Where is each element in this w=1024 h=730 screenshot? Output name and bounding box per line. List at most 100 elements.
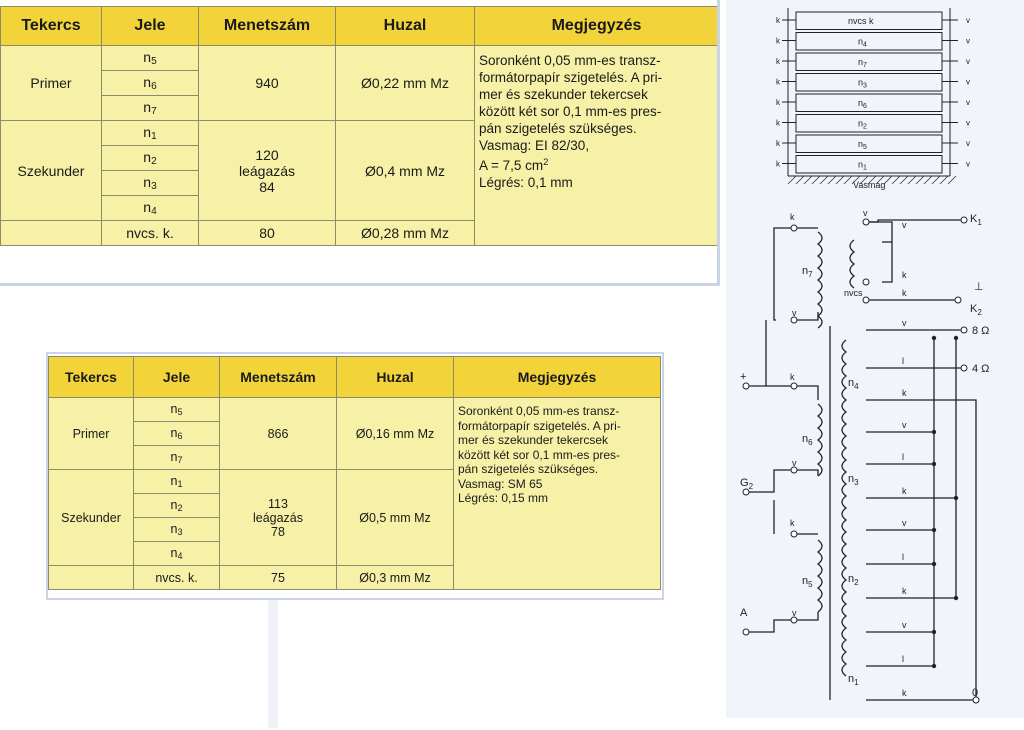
terminal-zero: 0 [972,687,978,699]
symbol-n7: n7 [133,445,220,470]
col-coil: Tekercs [0,6,102,46]
layer-end-v: v [966,139,970,148]
symbol-n2: n2 [133,493,220,518]
note-cell: Soronként 0,05 mm-es transz-formátorpapí… [474,45,719,246]
layer-end-v: v [966,160,970,169]
hatch-line [915,175,925,185]
lbl-k: k [902,486,907,496]
winding-layer [795,155,943,174]
table-header-row: Tekercs Jele Menetszám Huzal Megjegyzés [0,6,719,46]
winding-layer [795,93,943,112]
lbl-k: k [790,518,795,528]
table-row: n6 [49,421,661,446]
layer-start-k: k [776,57,781,66]
symbol-n4: n4 [133,541,220,566]
hatch-line [787,175,797,185]
secondary-wire: Ø0,5 mm Mz [336,469,454,566]
layer-start-k: k [776,16,781,25]
col-coil: Tekercs [48,356,134,398]
hatch-line [867,175,877,185]
table-row: n7 [49,445,661,470]
terminal-K2: K2 [970,303,982,317]
terminal-8ohm: 8 Ω [972,325,989,337]
layer-end-v: v [966,57,970,66]
secondary-wire: Ø0,4 mm Mz [335,120,475,221]
layer-end-v: v [966,37,970,46]
col-note: Megjegyzés [453,356,661,398]
symbol-n5: n5 [101,45,199,71]
layer-end-v: v [966,78,970,87]
primary-wire: Ø0,22 mm Mz [335,45,475,121]
hatch-line [859,175,869,185]
winding-layer [795,134,943,153]
winding-layer [795,52,943,71]
lbl-k: k [902,388,907,398]
layer-end-v: v [966,16,970,25]
coil-n6-label: n6 [802,433,813,447]
coil-n2-label: n2 [848,573,859,587]
coil-n4-label: n4 [848,377,859,391]
lbl-v: v [792,308,797,318]
lbl-k: k [790,372,795,382]
lbl-v: v [902,420,907,430]
nvcs-turns: 75 [219,565,337,590]
hatch-line [907,175,917,185]
layer-label: n7 [858,57,867,69]
hatch-line [899,175,909,185]
symbol-n4: n4 [101,195,199,221]
hatch-line [883,175,893,185]
terminal-A: A [740,607,748,619]
layer-label: nvcs k [848,16,874,26]
hatch-line [923,175,933,185]
terminal-4ohm: 4 Ω [972,363,989,375]
symbol-n7: n7 [101,95,199,121]
coil-n5-label: n5 [802,575,813,589]
layer-end-v: v [966,98,970,107]
col-wire: Huzal [335,6,475,46]
primary-turns: 940 [198,45,336,121]
col-symbol: Jele [133,356,220,398]
hatch-line [803,175,813,185]
col-turns: Menetszám [198,6,336,46]
terminal-circles [742,216,980,704]
layer-start-k: k [776,37,781,46]
note-cell: Soronként 0,05 mm-es transz-formátorpapí… [453,397,661,590]
hatch-line [843,175,853,185]
core-label: Vasmag [853,180,885,190]
table-row: n3 [1,170,719,196]
layer-label: n6 [858,98,867,110]
symbol-n3: n3 [101,170,199,196]
scan-artifact [268,600,278,728]
symbol-n1: n1 [101,120,199,146]
winding-layer [795,114,943,133]
nvcs-label: nvcs [844,288,863,298]
lbl-v: v [902,220,907,230]
table-row: Primer n5 940 Ø0,22 mm Mz Soronként 0,05… [0,45,719,246]
nvcs-wire: Ø0,28 mm Mz [335,220,475,246]
col-note: Megjegyzés [474,6,719,46]
primary-label: Primer [48,397,134,470]
hatch-line [811,175,821,185]
layer-end-v: v [966,119,970,128]
table-row: nvcs. k. 80 Ø0,28 mm Mz [0,220,719,246]
table-header-row: Tekercs Jele Menetszám Huzal Megjegyzés [48,356,661,398]
layer-label: n1 [858,160,867,172]
lbl-l: l [902,356,904,366]
terminal-K1: K1 [970,213,982,227]
junction-dots [931,335,959,669]
table-row: n3 [49,517,661,542]
lbl-v: v [792,608,797,618]
col-wire: Huzal [336,356,454,398]
lbl-k: k [902,586,907,596]
secondary-label: Szekunder [0,120,102,221]
symbol-n5: n5 [133,397,220,422]
table-row: n2 [49,493,661,518]
lbl-k: k [790,212,795,222]
hatch-line [819,175,829,185]
table-row: Primer n5 866 Ø0,16 mm Mz Soronként 0,05… [48,397,661,590]
nvcs-empty [48,565,134,590]
